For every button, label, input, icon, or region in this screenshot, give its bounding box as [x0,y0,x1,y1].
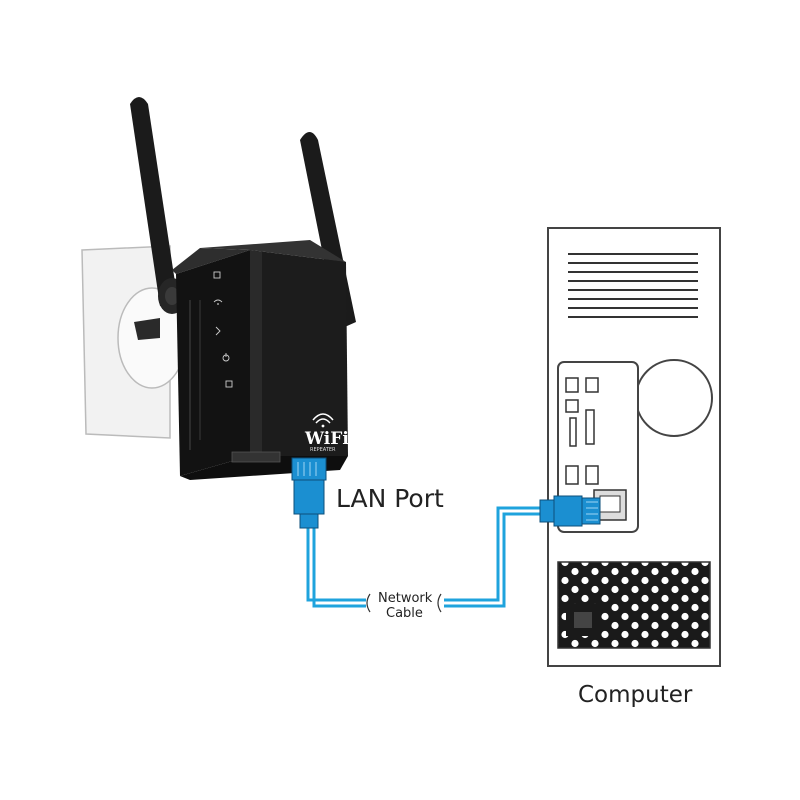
computer-tower [547,227,721,667]
rj45-connector-repeater [291,457,327,529]
network-cable-label-line1: Network [378,591,433,606]
computer-label: Computer [578,682,693,708]
wifi-logo-icon [312,413,334,428]
wifi-repeater: WiFi REPEATER [172,240,349,480]
repeater-brand-text: REPEATER [310,447,336,453]
lan-led-icon [213,271,221,279]
power-led-icon [222,353,230,362]
wifi-brand-text: WiFi [304,429,349,449]
power-socket-icon [566,604,600,636]
network-cable [306,506,540,613]
rj45-connector-computer [539,495,601,527]
wan-led-icon [225,380,233,388]
wps-led-icon [215,326,221,336]
wifi-signal-led-icon [213,299,223,305]
fan-outline [635,359,713,437]
network-cable-label-line2: Cable [386,606,423,621]
lan-port-label: LAN Port [336,484,444,513]
top-vent [568,253,698,318]
wall-socket [81,245,187,439]
